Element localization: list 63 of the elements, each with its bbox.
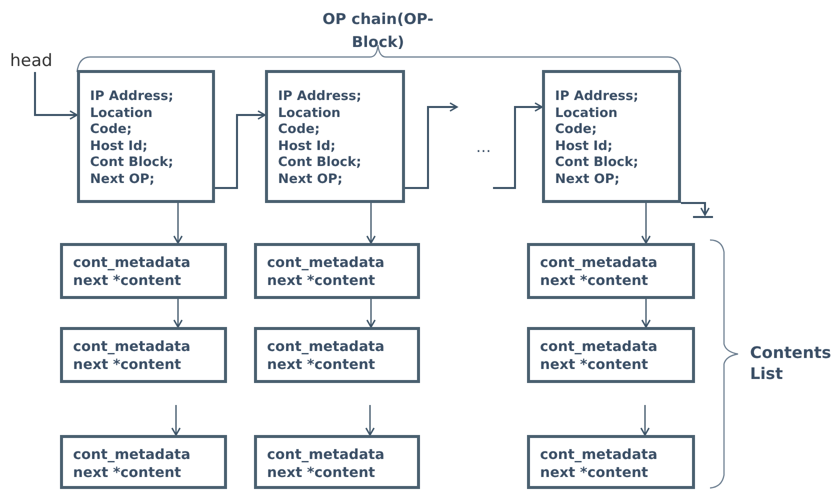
field-text: Host Id; [555, 138, 614, 155]
arrow [173, 299, 183, 328]
content-box [60, 435, 227, 489]
ellipsis: … [476, 137, 491, 158]
chain-label: OP chain(OP-Block) [321, 9, 435, 52]
field-text: next *content [540, 272, 650, 290]
arrow [34, 72, 78, 120]
op-block-box [542, 70, 681, 203]
arrow [171, 405, 181, 436]
op-block-box [77, 70, 215, 203]
field-text: cont_metadata [540, 446, 658, 464]
field-text: Location Code; [555, 106, 619, 138]
contents-list-label: Contents List [750, 342, 830, 384]
arrow [405, 102, 458, 189]
field-text: Location Code; [278, 106, 342, 138]
field-text: next *content [267, 356, 376, 374]
content-box [527, 327, 695, 383]
field-text: Cont Block; [278, 155, 362, 172]
field-text: next *content [267, 464, 376, 482]
arrow [641, 203, 651, 244]
field-text: Cont Block; [90, 155, 174, 172]
arrow [365, 405, 375, 436]
field-text: Cont Block; [555, 155, 640, 172]
field-text: Next OP; [278, 172, 344, 188]
field-text: next *content [73, 272, 182, 290]
op-block-box [265, 70, 405, 203]
arrow [493, 102, 543, 189]
field-text: cont_metadata [267, 446, 386, 464]
field-text: cont_metadata [540, 254, 658, 272]
content-box [254, 435, 420, 489]
field-text: next *content [267, 272, 376, 290]
arrow [366, 203, 376, 244]
field-text: IP Address; [90, 89, 174, 106]
content-box [527, 435, 695, 489]
arrow [215, 110, 266, 189]
field-text: cont_metadata [540, 338, 658, 356]
arrow [366, 299, 376, 328]
field-text: next *content [540, 356, 650, 374]
field-text: next *content [540, 464, 650, 482]
content-box [60, 327, 227, 383]
field-text: cont_metadata [73, 338, 192, 356]
field-text: Next OP; [90, 172, 156, 188]
field-text: Next OP; [555, 172, 621, 188]
field-text: next *content [73, 356, 182, 374]
content-box [527, 243, 695, 299]
field-text: next *content [73, 464, 182, 482]
field-text: IP Address; [278, 89, 362, 106]
field-text: cont_metadata [267, 254, 386, 272]
arrow [173, 203, 183, 244]
field-text: Location Code; [90, 106, 154, 138]
field-text: Host Id; [278, 138, 337, 155]
arrow [681, 202, 710, 216]
content-box [60, 243, 227, 299]
arrow [641, 299, 651, 328]
field-text: IP Address; [555, 89, 640, 106]
head-label: head [10, 50, 58, 72]
field-text: cont_metadata [73, 254, 192, 272]
content-box [254, 327, 420, 383]
arrow [640, 405, 650, 436]
field-text: Host Id; [90, 138, 149, 155]
field-text: cont_metadata [267, 338, 386, 356]
content-box [254, 243, 420, 299]
field-text: cont_metadata [73, 446, 192, 464]
